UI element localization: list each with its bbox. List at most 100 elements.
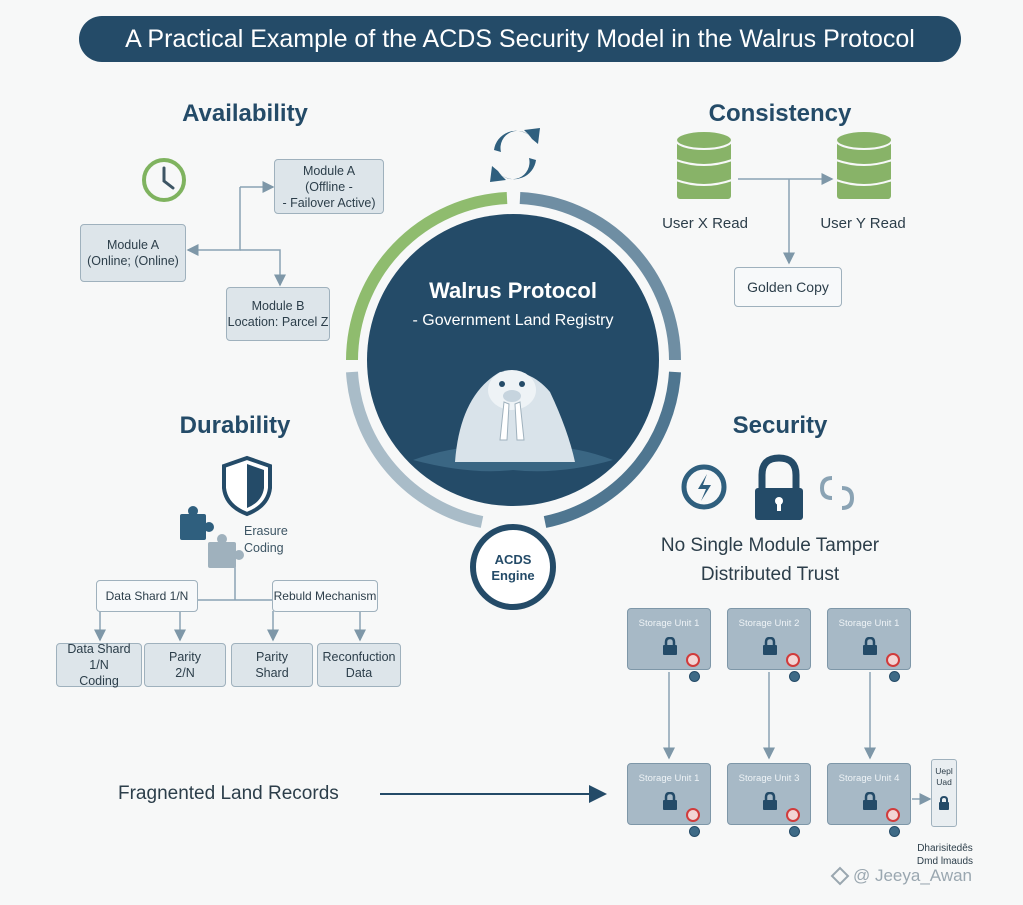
storage-unit-top-2: Storage Unit 2 xyxy=(727,608,811,682)
module-a-offline-name: Module A xyxy=(302,163,356,178)
lock-icon xyxy=(863,637,877,655)
acds-engine-line2: Engine xyxy=(491,568,535,583)
security-line1: No Single Module Tamper xyxy=(660,535,880,556)
reconstruction-line2: Data xyxy=(345,666,373,680)
module-b-location: Location: Parcel Z xyxy=(227,315,329,329)
padlock-icon xyxy=(755,454,803,520)
status-indicator-icon xyxy=(789,826,800,837)
parity-2n-box: Parity 2/N xyxy=(144,643,226,687)
storage-unit-bottom-1: Storage Unit 1 xyxy=(627,763,711,837)
golden-copy-box: Golden Copy xyxy=(734,267,842,307)
protocol-ring xyxy=(346,192,681,528)
status-indicator-icon xyxy=(789,671,800,682)
consistency-title: Consistency xyxy=(708,100,852,127)
module-a-online-name: Module A xyxy=(106,238,160,252)
status-indicator-icon xyxy=(889,671,900,682)
fragmented-records-label: Fragnented Land Records xyxy=(118,783,339,804)
module-a-offline-status: (Offline - xyxy=(305,179,353,194)
database-icon-y xyxy=(835,130,893,201)
distributed-unit-box: Uepl Uad xyxy=(931,759,957,827)
storage-connectors xyxy=(663,672,932,805)
alert-indicator-icon xyxy=(786,808,800,822)
consistency-connectors xyxy=(738,173,834,265)
storage-unit-label: Storage Unit 3 xyxy=(738,773,800,784)
protocol-subtitle: - Government Land Registry xyxy=(412,312,614,329)
user-x-read-label: User X Read xyxy=(662,215,748,232)
availability-title: Availability xyxy=(182,100,308,127)
watermark: @ Jeeya_Awan xyxy=(853,866,973,885)
erasure-line1: Erasure xyxy=(244,524,288,538)
sync-arrows-icon xyxy=(490,128,540,182)
status-indicator-icon xyxy=(689,826,700,837)
module-a-offline-failover: - Failover Active) xyxy=(282,195,376,210)
watermark-logo-icon xyxy=(830,866,850,886)
clock-icon xyxy=(142,158,186,202)
storage-unit-bottom-3: Storage Unit 4 xyxy=(827,763,911,837)
alert-indicator-icon xyxy=(686,808,700,822)
storage-unit-label: Storage Unit 1 xyxy=(838,618,900,629)
database-icon-x xyxy=(675,130,733,201)
availability-connectors xyxy=(186,181,286,287)
security-title: Security xyxy=(732,412,828,439)
side-unit-line1: Uepl xyxy=(935,766,953,776)
durability-title: Durability xyxy=(179,412,291,439)
rebuild-mechanism-box: Rebuld Mechanism xyxy=(272,580,378,612)
durability-tree xyxy=(94,566,366,642)
user-y-read-label: User Y Read xyxy=(820,215,906,232)
reconstruction-line1: Reconfuction xyxy=(322,650,396,664)
parity-shard-box: Parity Shard xyxy=(231,643,313,687)
storage-unit-label: Storage Unit 1 xyxy=(638,618,700,629)
module-b-name: Module B xyxy=(251,299,305,313)
alert-indicator-icon xyxy=(686,653,700,667)
shard-coding-box: Data Shard 1/N Coding xyxy=(56,642,142,688)
chain-link-icon xyxy=(819,476,855,510)
alert-indicator-icon xyxy=(886,653,900,667)
parity-shard-line2: Shard xyxy=(255,666,289,680)
module-b-box: Module B Location: Parcel Z xyxy=(226,287,330,341)
reconstruction-box: Reconfuction Data xyxy=(317,643,401,687)
power-icon xyxy=(681,464,727,510)
module-a-online-status: (Online; (Online) xyxy=(87,254,179,268)
data-shard-box: Data Shard 1/N xyxy=(96,580,198,612)
storage-unit-bottom-2: Storage Unit 3 xyxy=(727,763,811,837)
side-caption-line2: Dmd lmauds xyxy=(916,856,974,867)
lock-icon xyxy=(763,792,777,810)
storage-unit-top-3: Storage Unit 1 xyxy=(827,608,911,682)
acds-engine-label: ACDS Engine xyxy=(473,552,553,584)
alert-indicator-icon xyxy=(886,808,900,822)
side-caption-line1: Dharisitedês xyxy=(917,843,973,854)
parity-2n-line1: Parity xyxy=(169,650,201,664)
puzzle-icon xyxy=(180,506,244,568)
erasure-coding-label: Erasure Coding xyxy=(244,523,304,557)
status-indicator-icon xyxy=(889,826,900,837)
security-line2: Distributed Trust xyxy=(700,564,840,585)
protocol-core xyxy=(367,214,659,506)
page-title: A Practical Example of the ACDS Security… xyxy=(79,16,961,62)
storage-unit-top-1: Storage Unit 1 xyxy=(627,608,711,682)
erasure-line2: Coding xyxy=(244,541,284,555)
acds-engine-ring xyxy=(470,524,556,610)
storage-unit-label: Storage Unit 4 xyxy=(838,773,900,784)
acds-engine-line1: ACDS xyxy=(494,552,532,567)
shard-coding-line1: Data Shard 1/N xyxy=(67,642,131,672)
lock-icon xyxy=(763,637,777,655)
alert-indicator-icon xyxy=(786,653,800,667)
storage-unit-label: Storage Unit 2 xyxy=(738,618,800,629)
parity-shard-line1: Parity xyxy=(256,650,288,664)
parity-2n-line2: 2/N xyxy=(175,666,195,680)
distributed-caption: Dharisitedês Dmd lmauds xyxy=(900,842,990,868)
storage-unit-label: Storage Unit 1 xyxy=(638,773,700,784)
protocol-name: Walrus Protocol xyxy=(429,278,597,303)
status-indicator-icon xyxy=(689,671,700,682)
module-a-online-box: Module A (Online; (Online) xyxy=(80,224,186,282)
lock-icon xyxy=(663,637,677,655)
lock-icon xyxy=(863,792,877,810)
module-a-offline-box: Module A (Offline - - Failover Active) xyxy=(274,159,384,214)
lock-icon xyxy=(663,792,677,810)
lock-icon xyxy=(939,795,949,810)
side-unit-line2: Uad xyxy=(936,777,952,787)
shield-icon xyxy=(222,455,272,517)
walrus-icon xyxy=(413,370,613,472)
shard-coding-line2: Coding xyxy=(79,674,119,688)
